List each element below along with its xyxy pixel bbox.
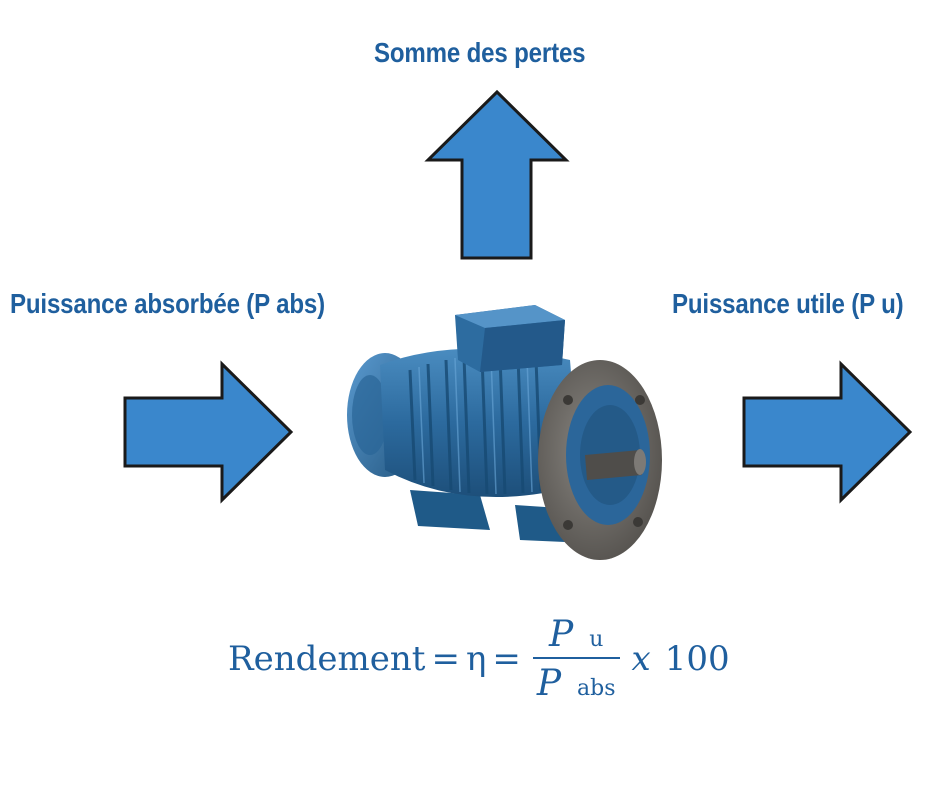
formula-lhs: Rendement bbox=[228, 639, 426, 679]
formula-multiply: x bbox=[631, 639, 651, 679]
losses-arrow-up-icon bbox=[424, 89, 570, 260]
formula-equals-2: = bbox=[492, 639, 521, 679]
formula-factor: 100 bbox=[664, 639, 730, 679]
fraction-numerator: P u bbox=[545, 614, 607, 655]
formula-eta: η bbox=[465, 639, 487, 679]
formula-fraction: P u P abs bbox=[532, 614, 620, 704]
denominator-subscript: abs bbox=[577, 676, 616, 701]
output-power-label: Puissance utile (P u) bbox=[672, 288, 904, 319]
input-power-label: Puissance absorbée (P abs) bbox=[10, 288, 325, 319]
numerator-subscript: u bbox=[589, 627, 604, 652]
efficiency-formula: Rendement = η = P u P abs x 100 bbox=[228, 614, 730, 704]
numerator-variable: P bbox=[548, 614, 574, 655]
fraction-denominator: P abs bbox=[533, 663, 620, 704]
losses-label: Somme des pertes bbox=[374, 37, 586, 68]
fraction-bar bbox=[532, 657, 620, 659]
denominator-variable: P bbox=[536, 663, 562, 704]
formula-equals-1: = bbox=[431, 639, 460, 679]
electric-motor-icon bbox=[347, 305, 662, 560]
input-power-arrow-icon bbox=[123, 360, 294, 504]
output-power-arrow-icon bbox=[742, 360, 913, 504]
